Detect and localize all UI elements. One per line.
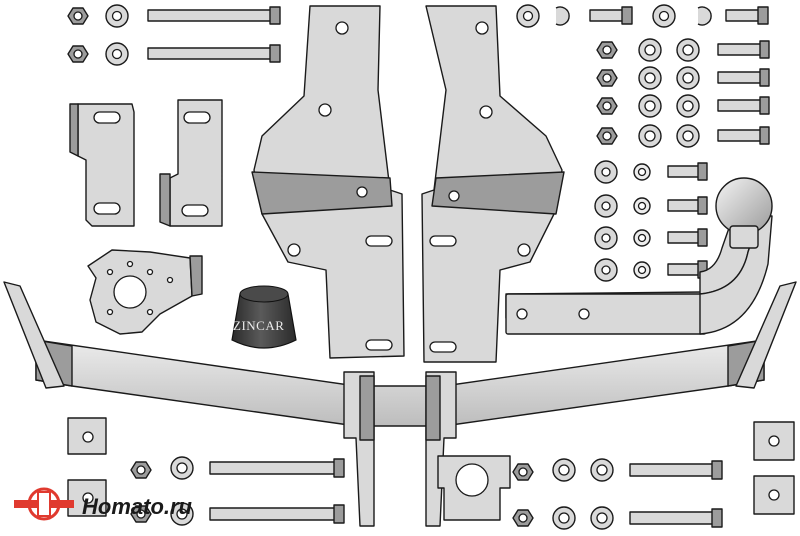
- left-mounting-plate: [69, 103, 135, 227]
- tow-hitch-logo-icon: [14, 487, 74, 521]
- short-bolt-rows: [596, 38, 770, 148]
- right-mounting-plate: [159, 99, 223, 227]
- cap-brand-label: ZINCAR: [233, 318, 284, 333]
- top-left-bolt-set: [67, 4, 281, 66]
- tow-ball-cap: ZINCAR: [231, 285, 297, 349]
- bottom-right-hardware: [512, 421, 795, 530]
- long-bolt: [147, 9, 273, 22]
- socket-plate: [87, 249, 203, 335]
- watermark: Homato.ru: [14, 487, 193, 521]
- large-left-bracket: [251, 5, 405, 359]
- long-bolt: [147, 47, 273, 60]
- large-right-bracket: [421, 5, 565, 363]
- top-right-hardware: [516, 4, 769, 28]
- u-bracket: [437, 455, 511, 521]
- small-bolt-column: [594, 160, 708, 282]
- bottom-left-hardware: [67, 417, 345, 526]
- tow-ball-arm: [505, 177, 773, 335]
- watermark-text: Homato.ru: [82, 494, 193, 519]
- cross-bar: [3, 281, 797, 527]
